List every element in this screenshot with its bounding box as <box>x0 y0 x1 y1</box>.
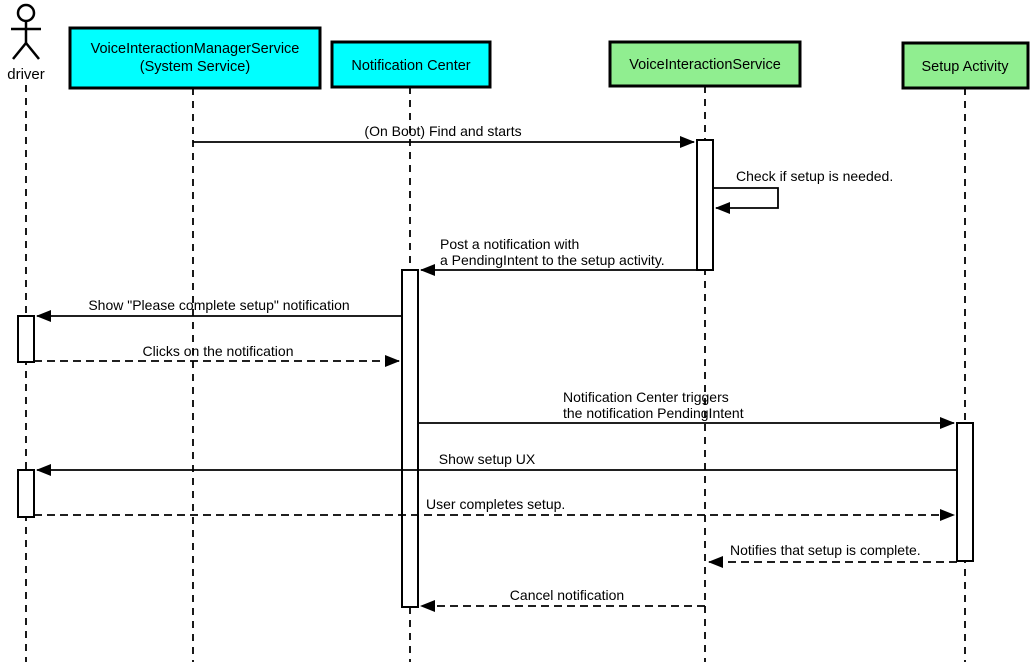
participant-box-voice-interaction-service <box>608 40 802 88</box>
message-check-if-setup-is-needed: Check if setup is needed. <box>713 168 893 214</box>
participant-setup-activity: Setup Activity <box>901 41 1030 90</box>
actor-driver-figure: driver <box>7 3 45 83</box>
message-on-boot-find-and-starts: (On Boot) Find and starts <box>193 123 695 148</box>
participant-box-notification-center <box>330 40 492 89</box>
participant-sublabel-voice-interaction-manager-service: (System Service) <box>140 59 250 75</box>
message-cancel-notification: Cancel notification <box>420 587 705 612</box>
activation-bar-setup-activity <box>956 422 974 562</box>
participant-label-voice-interaction-service: VoiceInteractionService <box>629 57 781 73</box>
message-user-completes-setup: User completes setup. <box>34 496 955 521</box>
message-show-setup-ux: Show setup UX <box>36 451 957 476</box>
activation-bar-voice-interaction-service <box>696 139 714 271</box>
message-clicks-on-the-notification: Clicks on the notification <box>34 343 400 367</box>
participant-notification-center: Notification Center <box>330 40 492 89</box>
actor-driver-label: driver <box>7 66 45 83</box>
activation-bar-driver-2 <box>17 469 35 518</box>
participant-box-setup-activity <box>901 41 1030 90</box>
message-arrow-1 <box>713 187 779 214</box>
message-label-2-line1: Post a notification with <box>440 236 579 252</box>
message-label-9: Cancel notification <box>510 587 624 603</box>
message-label-8: Notifies that setup is complete. <box>730 542 921 558</box>
participant-voice-interaction-manager-service: VoiceInteractionManagerService (System S… <box>68 26 322 90</box>
message-label-5-line1: Notification Center triggers <box>563 389 729 405</box>
activation-bar-notification-center <box>401 269 419 608</box>
message-show-please-complete-setup-notification: Show "Please complete setup" notificatio… <box>36 297 402 322</box>
participant-label-voice-interaction-manager-service: VoiceInteractionManagerService <box>91 41 300 57</box>
actor-leg-right-icon <box>25 42 40 60</box>
message-label-4: Clicks on the notification <box>143 343 294 359</box>
participant-box-voice-interaction-manager-service <box>68 26 322 90</box>
actor-leg-left-icon <box>12 42 27 60</box>
message-label-1: Check if setup is needed. <box>736 168 893 184</box>
participant-label-setup-activity: Setup Activity <box>921 59 1009 75</box>
message-label-5-line2: the notification PendingIntent <box>563 405 744 421</box>
message-label-2-line2: a PendingIntent to the setup activity. <box>440 252 665 268</box>
activation-bar-driver-1 <box>17 315 35 363</box>
message-label-0: (On Boot) Find and starts <box>364 123 521 139</box>
message-post-a-notification: Post a notification with a PendingIntent… <box>420 236 697 276</box>
actor-head-icon <box>16 3 36 23</box>
message-label-7: User completes setup. <box>426 496 565 512</box>
message-notification-center-triggers-pendingintent: Notification Center triggers the notific… <box>418 389 955 429</box>
message-label-3: Show "Please complete setup" notificatio… <box>88 297 349 313</box>
message-label-6: Show setup UX <box>439 451 536 467</box>
participant-label-notification-center: Notification Center <box>351 58 470 74</box>
message-notifies-setup-complete: Notifies that setup is complete. <box>708 542 957 568</box>
participant-voice-interaction-service: VoiceInteractionService <box>608 40 802 88</box>
